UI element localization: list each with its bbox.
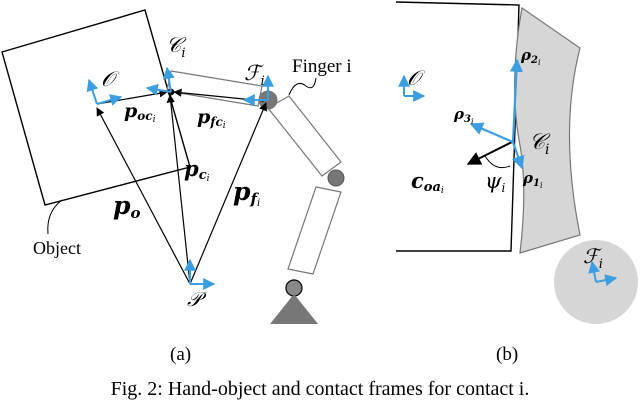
panel-a: 𝒪 𝒞i ℱi Finger i Object 𝒫 poci pfci pci … xyxy=(1,9,352,365)
frame-O-axes xyxy=(86,78,123,106)
frame-C-axes-b xyxy=(469,58,525,170)
vector-p-f xyxy=(189,102,267,285)
label-p-fc: pfci xyxy=(197,106,226,131)
label-p-o: po xyxy=(113,191,141,222)
label-object: Object xyxy=(33,238,81,258)
label-rho-3: ρ3i xyxy=(453,105,474,126)
frame-F-axes xyxy=(242,74,274,106)
finger-link-upper xyxy=(267,95,342,177)
label-p-oc: poci xyxy=(124,100,156,125)
frame-F-axes-b xyxy=(588,260,618,287)
panel-b: 𝒪 ρ2i ρ3i ρ1i 𝒞i coai ψi ℱi (b) xyxy=(395,1,638,365)
label-frame-O-a: 𝒪 xyxy=(101,67,119,91)
vector-p-o xyxy=(96,107,191,285)
label-frame-F-b: ℱi xyxy=(583,244,603,272)
object-square xyxy=(1,9,191,206)
frame-O-axes-b xyxy=(398,74,426,102)
label-frame-P: 𝒫 xyxy=(187,287,207,311)
label-rho-2: ρ2i xyxy=(520,46,541,67)
figure-caption: Fig. 2: Hand-object and contact frames f… xyxy=(110,378,530,400)
label-frame-F-a: ℱi xyxy=(244,61,265,89)
finger-joint-base xyxy=(285,279,303,297)
finger-leader-line xyxy=(288,77,317,96)
label-c-oa: coai xyxy=(411,168,444,196)
label-rho-1: ρ1i xyxy=(522,169,543,190)
label-finger: Finger i xyxy=(292,56,352,77)
frame-C-axes xyxy=(145,66,175,96)
contact-box xyxy=(166,70,263,107)
vector-c-oa xyxy=(466,141,513,165)
label-psi: ψi xyxy=(485,169,505,195)
object-edge-b xyxy=(395,1,520,252)
object-leader-line xyxy=(47,199,63,235)
label-panel-a: (a) xyxy=(170,344,191,365)
psi-angle-arc xyxy=(484,155,511,169)
finger-base xyxy=(270,294,318,324)
label-frame-C-a: 𝒞i xyxy=(166,33,187,61)
label-frame-O-b: 𝒪 xyxy=(407,66,425,90)
label-panel-b: (b) xyxy=(496,344,518,365)
finger-joint-upper xyxy=(327,169,345,187)
label-p-c: pci xyxy=(184,156,210,184)
frame-P-axes xyxy=(184,258,216,290)
vector-p-c xyxy=(166,94,191,285)
finger-link-lower xyxy=(287,186,342,275)
finger-region-b xyxy=(514,6,581,254)
label-p-f: pfi xyxy=(233,177,260,209)
